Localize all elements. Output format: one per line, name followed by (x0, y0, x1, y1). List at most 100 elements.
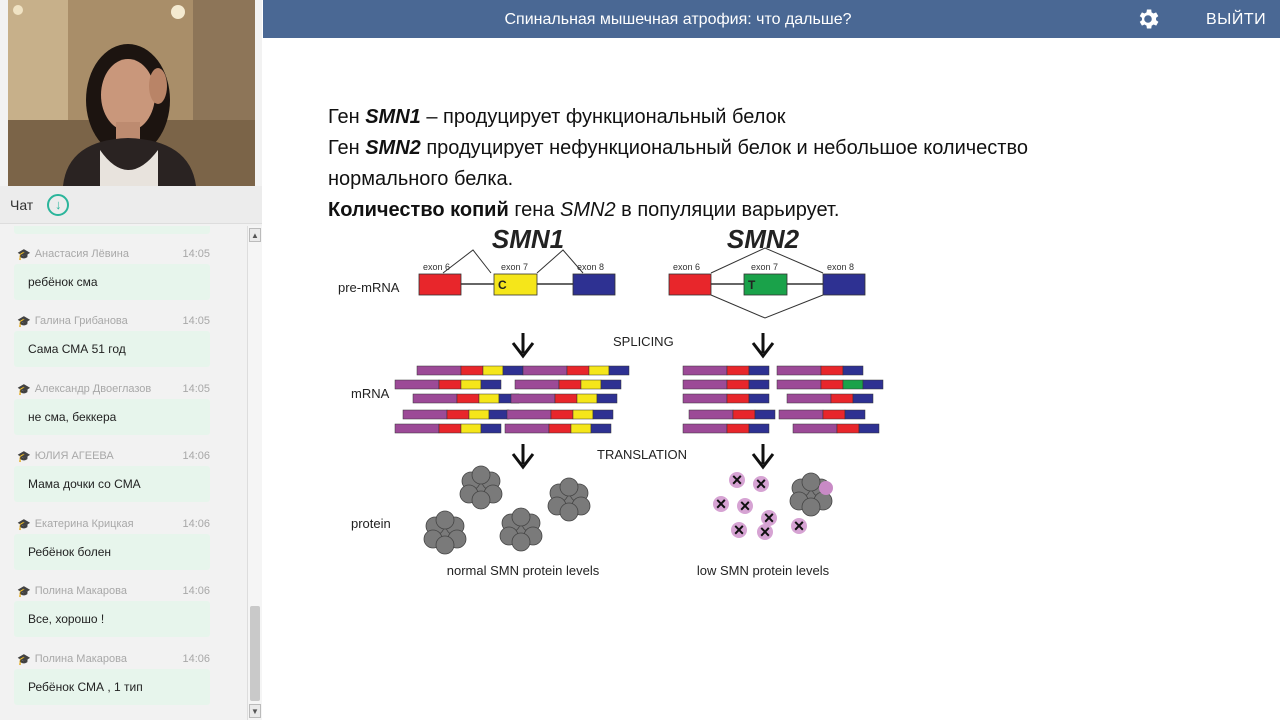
protein-complex (423, 510, 467, 555)
mrna-segment (460, 365, 484, 376)
graduation-cap-icon: 🎓 (17, 383, 31, 396)
mrna-segment (488, 409, 510, 420)
chat-message: 🎓Александр Двоеглазов 14:05 не сма, бекке… (14, 381, 210, 435)
chat-time: 14:06 (182, 653, 210, 665)
protein-complex (459, 465, 503, 510)
exon-6-label: exon 6 (423, 262, 450, 272)
mrna-segment (776, 365, 822, 376)
chat-scrollbar[interactable]: ▲ ▼ (247, 226, 262, 720)
exon-6-label: exon 6 (673, 262, 700, 272)
text-fragment: – продуцирует функциональный белок (420, 106, 786, 128)
text-fragment: Ген (328, 137, 366, 159)
mrna-segment (822, 409, 846, 420)
mrna-segment (862, 379, 884, 390)
mrna-segment (480, 379, 502, 390)
mrna-segment (394, 423, 440, 434)
exon-6-box (418, 273, 462, 296)
download-arrow-icon[interactable]: ↓ (47, 193, 70, 216)
gene-name: SMN2 (560, 199, 616, 221)
chat-bubble: Все, хорошо ! (14, 601, 210, 637)
splicing-label: SPLICING (613, 334, 674, 349)
down-arrow-icon (511, 444, 535, 470)
degraded-protein-icon: × (731, 520, 747, 540)
smn1-title: SMN1 (492, 224, 564, 254)
mrna-segment (778, 409, 824, 420)
degraded-protein-icon: × (757, 522, 773, 542)
exon-7-label: exon 7 (751, 262, 778, 272)
chat-time: 14:05 (182, 383, 210, 395)
chat-time: 14:05 (182, 315, 210, 327)
exon-7-box (743, 273, 788, 296)
mrna-segment (820, 365, 844, 376)
protein-fragment (819, 481, 833, 495)
svg-text:×: × (740, 496, 751, 516)
exon-8-box (822, 273, 866, 296)
mrna-segment (510, 393, 556, 404)
chat-author: Екатерина Крицкая (34, 518, 134, 530)
exon-7-box (493, 273, 538, 296)
mrna-segment (570, 423, 592, 434)
mrna-segment (522, 365, 568, 376)
smn1-mrna-strands (394, 365, 630, 434)
text-fragment: гена (508, 199, 561, 221)
mrna-segment (460, 423, 482, 434)
mrna-segment (478, 393, 500, 404)
mrna-segment (858, 423, 880, 434)
mrna-segment (820, 379, 844, 390)
mrna-segment (548, 423, 572, 434)
mrna-segment (776, 379, 822, 390)
mrna-segment (732, 409, 756, 420)
chat-title: Чат (10, 196, 34, 213)
chat-time: 14:06 (182, 585, 210, 597)
chat-bubble: Ребёнок болен (14, 534, 210, 570)
row-label-premrna: pre-mRNA (338, 280, 400, 295)
exon-7-label: exon 7 (501, 262, 528, 272)
chat-bubble: Ребёнок СМА , 1 тип (14, 669, 210, 705)
splicing-diagram: SMN1 SMN2 pre-mRNA mRNA protein C exon 6… (333, 218, 913, 603)
chat-author: Полина Макарова (34, 585, 127, 597)
chat-time: 14:06 (182, 518, 210, 530)
mrna-segment (566, 365, 590, 376)
webinar-title: Спинальная мышечная атрофия: что дальше? (504, 11, 852, 28)
chat-bubble: Сама СМА 51 год (14, 331, 210, 367)
protein-complex (547, 477, 591, 522)
mrna-segment (394, 379, 440, 390)
mrna-segment (506, 409, 552, 420)
degraded-protein-icon: × (753, 474, 769, 494)
scroll-down-arrow-icon[interactable]: ▼ (249, 704, 261, 718)
svg-text:×: × (732, 470, 743, 490)
chat-bubble-partial (14, 226, 210, 234)
text-fragment: продуцирует нефункциональный белок и неб… (420, 137, 1028, 159)
mrna-segment (504, 423, 550, 434)
mrna-segment (438, 379, 462, 390)
exit-button[interactable]: ВЫЙТИ (1206, 11, 1267, 28)
slide-line-3: нормального белка. (328, 168, 514, 190)
graduation-cap-icon: 🎓 (17, 248, 31, 261)
mrna-segment (726, 365, 750, 376)
mrna-segment (748, 393, 770, 404)
mrna-segment (748, 379, 770, 390)
gear-icon[interactable] (1135, 6, 1161, 32)
mrna-segment (842, 365, 864, 376)
mrna-segment (446, 409, 470, 420)
mrna-segment (572, 409, 594, 420)
mrna-segment (580, 379, 602, 390)
mrna-segment (468, 409, 490, 420)
down-arrow-icon (751, 444, 775, 470)
graduation-cap-icon: 🎓 (17, 653, 31, 666)
mrna-segment (550, 409, 574, 420)
scrollbar-thumb[interactable] (250, 606, 260, 701)
slide-line-1: Ген SMN1 – продуцирует функциональный бе… (328, 102, 1028, 133)
caption-normal: normal SMN protein levels (447, 563, 600, 578)
base-c: C (498, 278, 507, 292)
text-fragment: Ген (328, 106, 366, 128)
mrna-segment (514, 379, 560, 390)
scroll-up-arrow-icon[interactable]: ▲ (249, 228, 261, 242)
mrna-segment (852, 393, 874, 404)
mrna-segment (502, 365, 524, 376)
chat-author: Александр Двоеглазов (34, 383, 152, 395)
chat-bubble: не сма, беккера (14, 399, 210, 435)
